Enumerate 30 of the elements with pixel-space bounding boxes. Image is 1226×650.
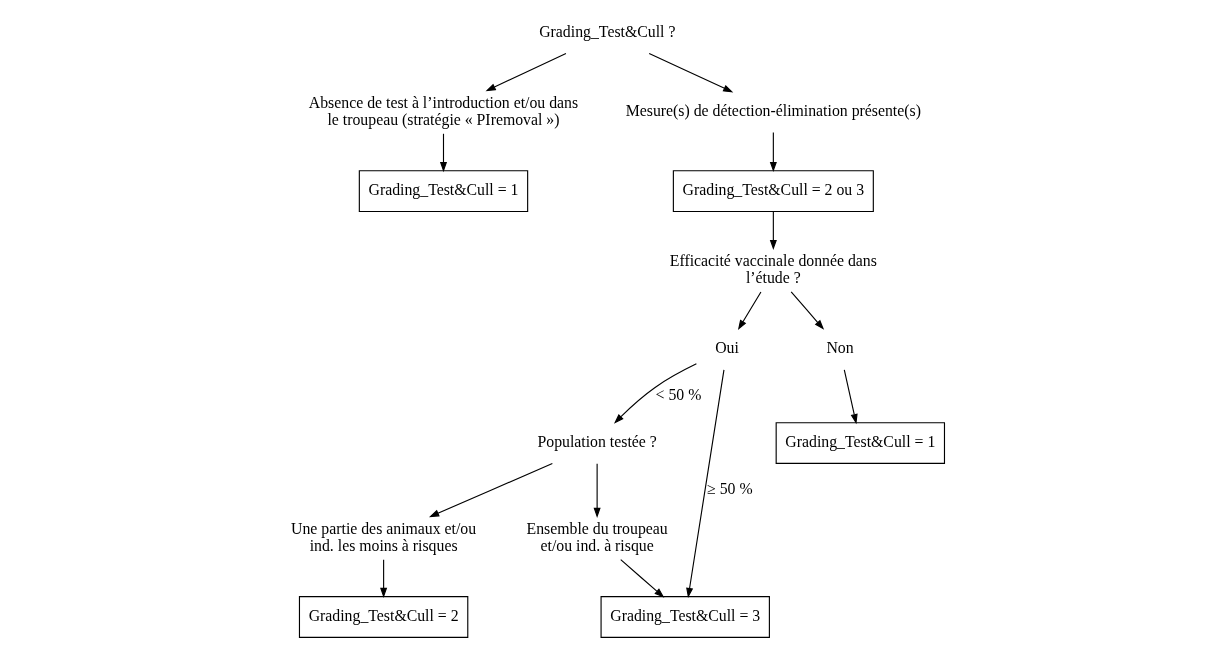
arrow bbox=[379, 559, 387, 598]
arrow bbox=[593, 463, 601, 518]
arrow bbox=[619, 559, 664, 598]
node-text: Absence de test à l’introduction et/ou dans le troupeau (stratégie « PIremoval ») bbox=[308, 93, 578, 128]
node-text: Grading_Test&Cull ? bbox=[538, 23, 675, 41]
node-box: Grading_Test&Cull = 2 ou 3 bbox=[672, 170, 874, 213]
node-box: Grading_Test&Cull = 2 bbox=[298, 596, 468, 638]
arrow bbox=[613, 363, 697, 424]
node-text: Oui bbox=[714, 339, 739, 357]
edge-label: ≥ 50 % bbox=[706, 480, 753, 498]
node-text: Ensemble du troupeau et/ou ind. à risque bbox=[525, 519, 668, 554]
arrow bbox=[769, 132, 777, 173]
node-text: Population testée ? bbox=[536, 433, 657, 451]
edge-label: < 50 % bbox=[655, 386, 701, 404]
node-box: Grading_Test&Cull = 1 bbox=[358, 170, 528, 213]
arrow bbox=[737, 291, 761, 331]
arrow bbox=[769, 211, 777, 251]
node-box: Grading_Test&Cull = 1 bbox=[775, 422, 945, 464]
node-text: Mesure(s) de détection-élimination présente(s) bbox=[625, 102, 921, 120]
node-text: Efficacité vaccinale donnée dans l’étude ? bbox=[669, 251, 877, 286]
arrow bbox=[428, 463, 553, 518]
arrow bbox=[439, 133, 447, 173]
arrow bbox=[843, 369, 858, 425]
arrow bbox=[648, 52, 733, 93]
arrow bbox=[685, 369, 725, 598]
arrow bbox=[485, 52, 566, 92]
node-box: Grading_Test&Cull = 3 bbox=[600, 596, 770, 638]
arrow bbox=[790, 291, 824, 330]
node-text: Une partie des animaux et/ou ind. les moins à risques bbox=[290, 519, 476, 554]
node-text: Non bbox=[825, 339, 854, 357]
